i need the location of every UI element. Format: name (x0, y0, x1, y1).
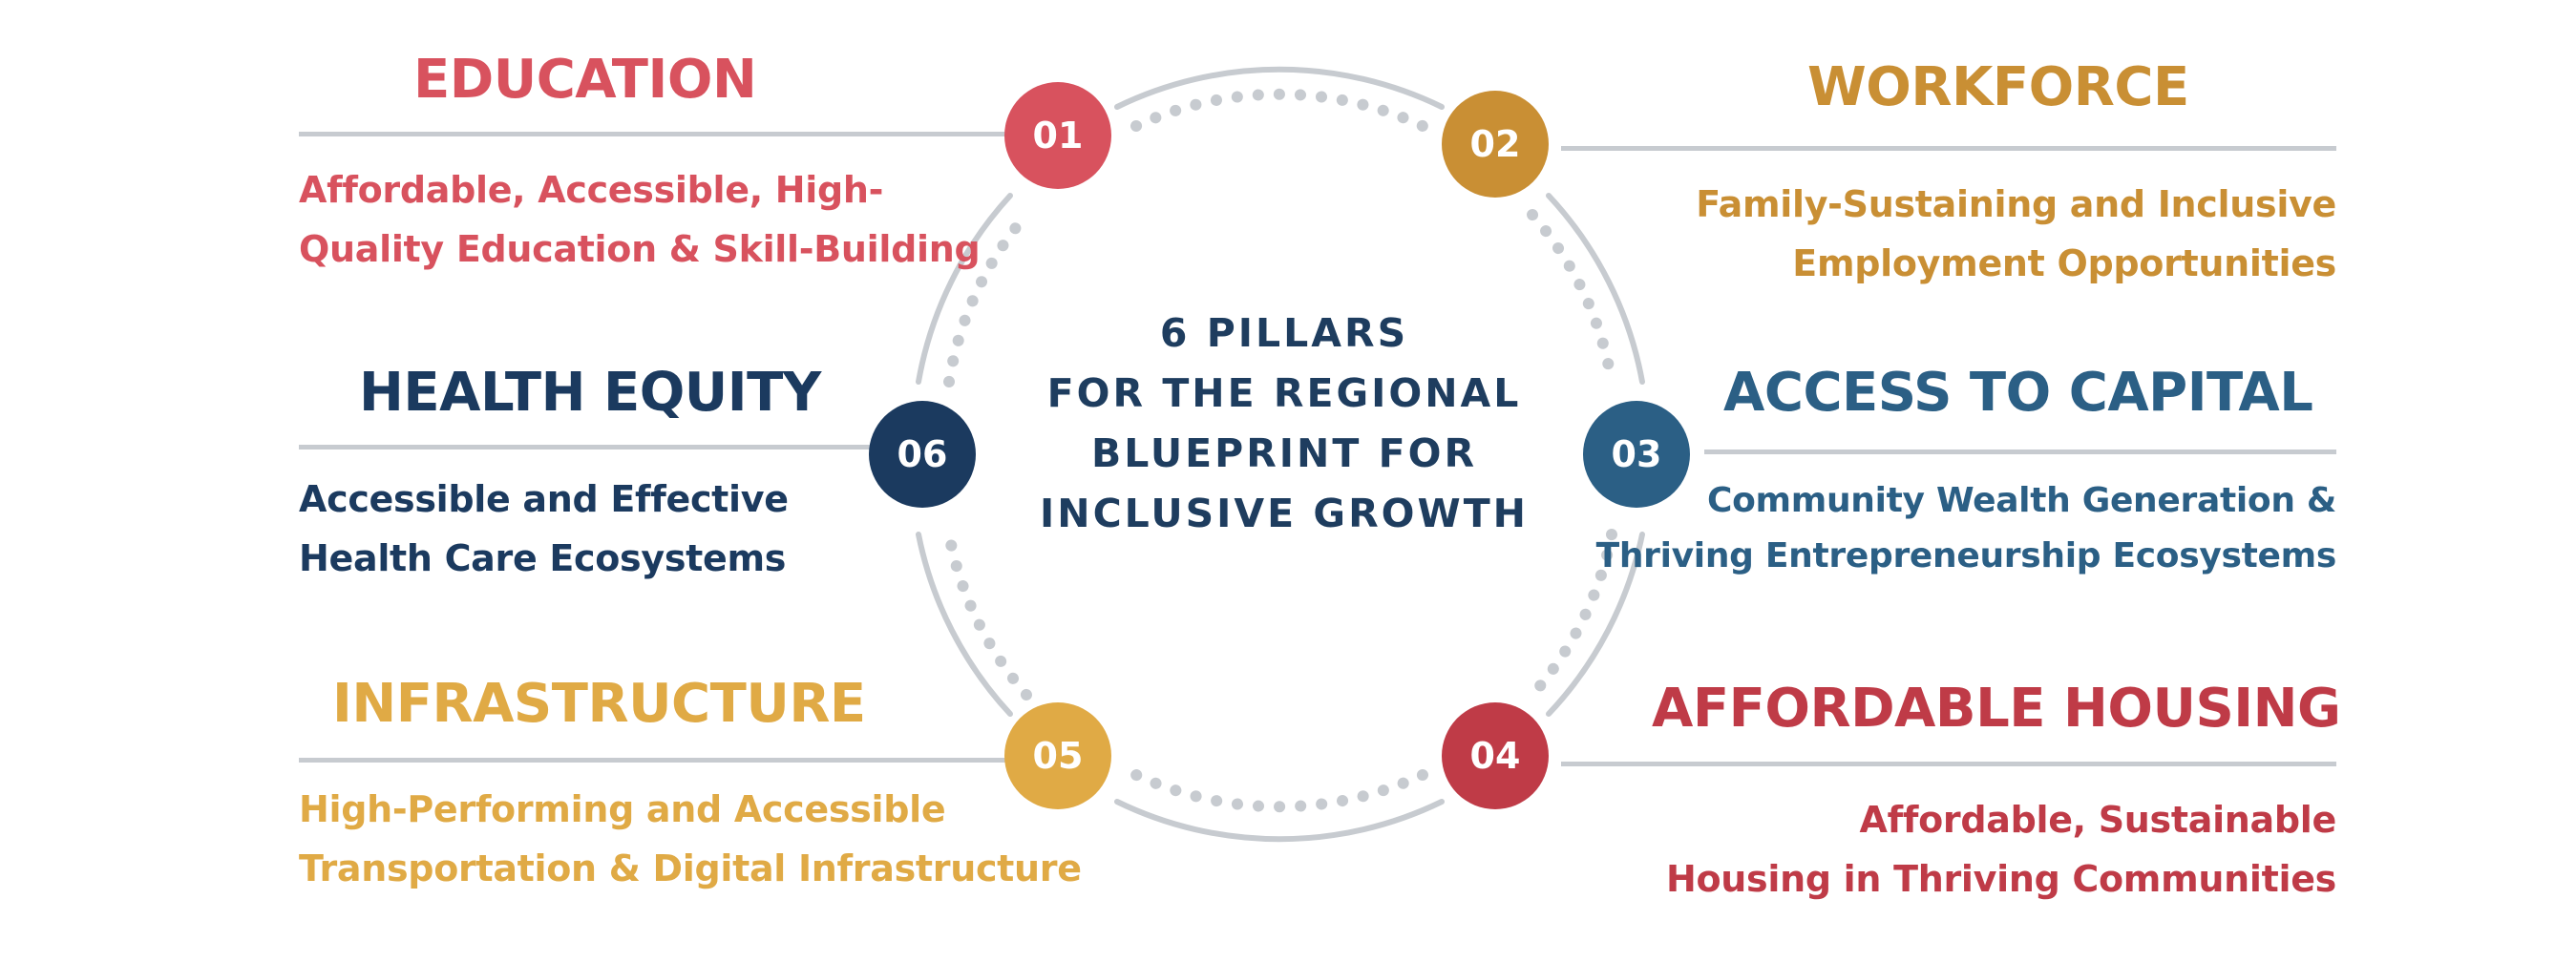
pillar-title-affordable-housing: AFFORDABLE HOUSING (1652, 678, 2341, 740)
pillar-badge-02: 02 (1442, 91, 1549, 198)
pillar-title-infrastructure: INFRASTRUCTURE (332, 673, 866, 735)
pillar-desc-affordable-housing-line-1: Affordable, Sustainable (1859, 799, 2337, 841)
ring-dots-left-upper (943, 209, 1032, 387)
pillar-desc-infrastructure-line-2: Transportation & Digital Infrastructure (299, 847, 1082, 889)
ring-arc-right-lower (1546, 532, 1645, 717)
pillar-rule-access-to-capital (1704, 450, 2336, 454)
pillar-rule-education (299, 132, 1007, 136)
pillar-badge-03: 03 (1583, 401, 1690, 508)
pillar-desc-education: Affordable, Accessible, High- Quality Ed… (299, 160, 981, 279)
pillar-desc-workforce: Family-Sustaining and Inclusive Employme… (1696, 175, 2336, 293)
pillar-title-education: EDUCATION (413, 49, 757, 111)
pillar-desc-workforce-line-1: Family-Sustaining and Inclusive (1696, 183, 2336, 225)
ring-dots-left-lower (943, 529, 1032, 701)
pillar-desc-access-to-capital: Community Wealth Generation & Thriving E… (1595, 473, 2337, 584)
center-title-line-2: FOR THE REGIONAL (1046, 370, 1522, 416)
pillar-badge-05: 05 (1004, 702, 1111, 809)
pillar-title-access-to-capital: ACCESS TO CAPITAL (1723, 362, 2313, 424)
pillar-desc-infrastructure: High-Performing and Accessible Transport… (299, 780, 1082, 898)
pillar-rule-workforce (1561, 146, 2336, 151)
pillar-desc-health-equity-line-1: Accessible and Effective (299, 478, 789, 520)
pillar-desc-education-line-2: Quality Education & Skill-Building (299, 228, 981, 270)
pillar-rule-infrastructure (299, 758, 1007, 763)
ring-arc-left-upper (916, 193, 1013, 385)
pillar-title-health-equity: HEALTH EQUITY (359, 362, 821, 424)
center-title-line-4: INCLUSIVE GROWTH (1040, 491, 1529, 536)
ring-dots-bottom (1130, 769, 1428, 813)
pillar-desc-affordable-housing-line-2: Housing in Thriving Communities (1665, 858, 2336, 900)
ring-dots-top (1130, 88, 1428, 132)
pillar-badge-01: 01 (1004, 82, 1111, 189)
pillar-desc-access-to-capital-line-2: Thriving Entrepreneurship Ecosystems (1595, 536, 2337, 575)
ring-dotted-arcs (943, 88, 1617, 813)
ring-dots-right-upper (1527, 209, 1617, 387)
ring-arc-left-lower (916, 532, 1013, 717)
pillar-title-workforce: WORKFORCE (1807, 56, 2189, 118)
pillar-desc-health-equity: Accessible and Effective Health Care Eco… (299, 470, 789, 588)
pillar-desc-health-equity-line-2: Health Care Ecosystems (299, 537, 787, 579)
ring-arc-bottom (1114, 799, 1445, 843)
center-title: 6 PILLARS FOR THE REGIONAL BLUEPRINT FOR… (998, 303, 1571, 544)
center-title-line-1: 6 PILLARS (1159, 310, 1409, 356)
pillar-desc-workforce-line-2: Employment Opportunities (1792, 242, 2336, 284)
pillar-desc-affordable-housing: Affordable, Sustainable Housing in Thriv… (1666, 790, 2336, 909)
ring-dots-right-lower (1527, 529, 1617, 701)
pillar-rule-health-equity (299, 445, 872, 450)
pillar-badge-04: 04 (1442, 702, 1549, 809)
pillar-desc-infrastructure-line-1: High-Performing and Accessible (299, 788, 946, 830)
pillar-desc-education-line-1: Affordable, Accessible, High- (299, 169, 884, 211)
pillar-rule-affordable-housing (1561, 762, 2336, 766)
center-title-line-3: BLUEPRINT FOR (1090, 430, 1478, 476)
pillar-desc-access-to-capital-line-1: Community Wealth Generation & (1706, 481, 2336, 520)
ring-arc-top (1114, 66, 1445, 110)
pillar-badge-06: 06 (869, 401, 976, 508)
ring-outer-arcs (916, 66, 1645, 843)
ring-arc-right-upper (1546, 193, 1645, 385)
